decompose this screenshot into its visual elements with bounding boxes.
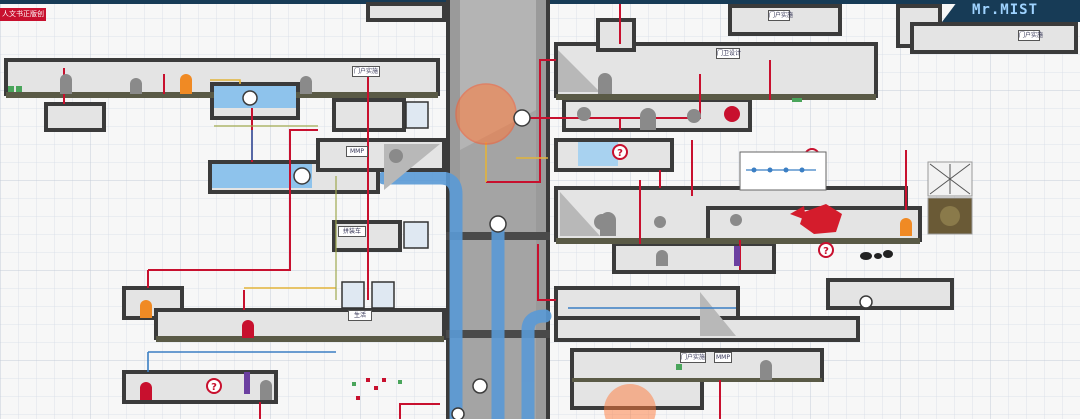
green-markers (8, 86, 802, 370)
svg-text:?: ? (211, 382, 217, 393)
room-sign: 拼装车 (338, 226, 366, 237)
room-sign: 门户实施 (768, 10, 794, 21)
room-sign: 门户实施 (1018, 30, 1044, 41)
room-sign: MMP (714, 352, 732, 363)
hazard-zone-bottom (604, 384, 656, 419)
svg-text:?: ? (823, 246, 829, 257)
fan-icon (242, 90, 873, 419)
brand-banner: Mr.MIST (942, 0, 1080, 22)
svg-text:?: ? (617, 148, 623, 159)
door-icon-red (140, 106, 740, 400)
decor-pixels-green (352, 380, 402, 386)
hazard-zone (455, 83, 517, 145)
crab-icon (790, 204, 842, 234)
route-lines-olive (214, 125, 337, 300)
brand-logo: Mr.MIST (972, 2, 1039, 18)
corner-tag-label: 人文书正版创 (2, 10, 44, 18)
portal-door (244, 246, 740, 394)
flow-panel (739, 151, 827, 191)
route-lines-blue (147, 130, 736, 372)
room-sign: 门卫设计 (716, 48, 742, 59)
room-sign: 门户实施 (352, 66, 380, 77)
room-sign: MMP (346, 146, 368, 157)
corner-tag: 人文书正版创 (0, 8, 46, 21)
route-lines-yellow (210, 79, 548, 289)
room-sign: 生活 (348, 310, 372, 321)
room-sign: 门户实施 (680, 352, 706, 363)
reference-photos (927, 161, 973, 235)
monitor-icon (341, 101, 429, 309)
ant-icon (860, 250, 893, 260)
decor-pixels (356, 378, 386, 400)
door-icon-orange (140, 74, 912, 318)
room-fixtures (389, 107, 742, 230)
